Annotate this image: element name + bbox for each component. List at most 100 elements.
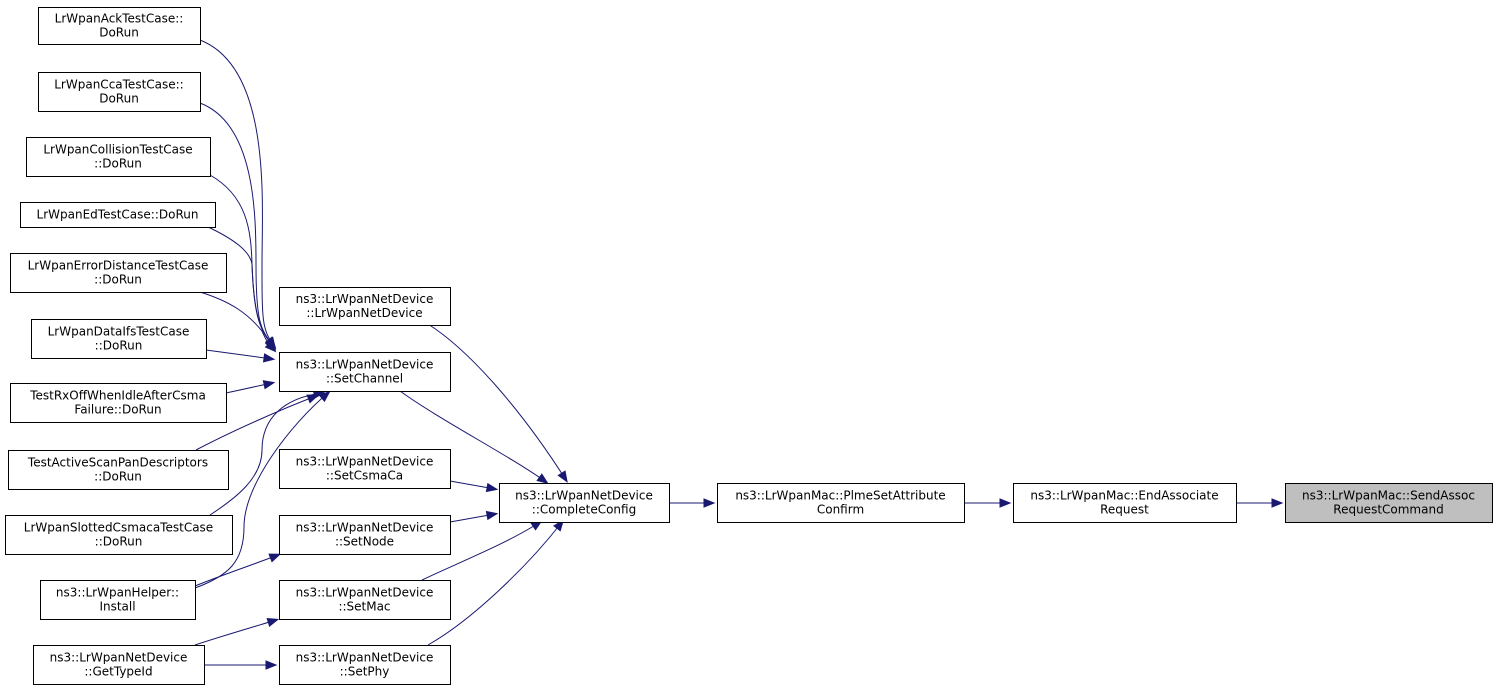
arrowhead-icon [318, 390, 331, 403]
edge-line [199, 39, 275, 347]
node-label-line: RequestCommand [1333, 503, 1443, 517]
edge-setchannel-to-completeconfig [399, 390, 549, 484]
edge-setnode-to-completeconfig [449, 510, 499, 523]
node-label-line: LrWpanCcaTestCase:: [54, 78, 183, 92]
node-label-line: ns3::LrWpanNetDevice [296, 651, 434, 665]
edge-line [195, 395, 317, 451]
arrowhead-icon [703, 498, 716, 508]
node-box [33, 645, 205, 685]
arrowhead-icon [1271, 498, 1284, 508]
node-box [38, 72, 201, 112]
edge-install-to-setnode [194, 553, 282, 587]
node-label-line: ::DoRun [94, 157, 142, 171]
node-collision[interactable]: LrWpanCollisionTestCase::DoRun [26, 137, 211, 177]
node-activescan[interactable]: TestActiveScanPanDescriptors::DoRun [8, 450, 229, 490]
edge-plmeset-to-endassoc [964, 498, 1012, 508]
node-label-line: ns3::LrWpanMac::PlmeSetAttribute [735, 489, 945, 503]
node-box [10, 253, 227, 293]
node-setchannel[interactable]: ns3::LrWpanNetDevice::SetChannel [279, 352, 451, 392]
node-label-line: Install [99, 600, 135, 614]
node-label-line: ns3::LrWpanNetDevice [296, 521, 434, 535]
node-label-line: ns3::LrWpanNetDevice [296, 358, 434, 372]
arrowhead-icon [536, 473, 549, 484]
arrowhead-icon [265, 660, 278, 670]
node-label-line: LrWpanCollisionTestCase [43, 143, 192, 157]
node-completeconfig[interactable]: ns3::LrWpanNetDevice::CompleteConfig [499, 483, 670, 523]
edge-line [209, 392, 323, 516]
edge-line [194, 392, 329, 589]
node-box [279, 352, 451, 392]
node-label-line: ::SetNode [335, 535, 394, 549]
nodes-layer: LrWpanAckTestCase::DoRunLrWpanCcaTestCas… [5, 7, 1493, 685]
node-slotted[interactable]: LrWpanSlottedCsmacaTestCase::DoRun [5, 515, 233, 555]
edge-rxoff-to-setchannel [225, 380, 276, 394]
node-label-line: ::GetTypeId [84, 665, 152, 679]
edge-gettypeid-to-setphy [204, 660, 278, 670]
node-setnode[interactable]: ns3::LrWpanNetDevice::SetNode [279, 515, 451, 555]
node-label-line: Failure::DoRun [74, 403, 161, 417]
edge-dataifs-to-setchannel [205, 349, 276, 363]
node-setmac[interactable]: ns3::LrWpanNetDevice::SetMac [279, 580, 451, 620]
node-box [279, 287, 451, 326]
node-gettypeid[interactable]: ns3::LrWpanNetDevice::GetTypeId [33, 645, 205, 685]
node-setphy[interactable]: ns3::LrWpanNetDevice::SetPhy [279, 645, 451, 685]
node-ctor[interactable]: ns3::LrWpanNetDevice::LrWpanNetDevice [279, 287, 451, 326]
node-label-line: DoRun [99, 26, 139, 40]
arrowhead-icon [999, 498, 1012, 508]
edge-line [199, 291, 275, 351]
node-label-line: ns3::LrWpanNetDevice [296, 455, 434, 469]
node-label-line: TestRxOffWhenIdleAfterCsma [29, 389, 206, 403]
node-label-line: ::LrWpanNetDevice [306, 306, 422, 320]
node-box [499, 483, 670, 523]
edge-line [427, 323, 567, 481]
node-label-line: ns3::LrWpanHelper:: [56, 586, 179, 600]
node-label-line: ::SetPhy [340, 665, 390, 679]
node-label-line: ::SetMac [338, 600, 390, 614]
node-box [1285, 483, 1493, 523]
edge-errdist-to-setchannel [199, 291, 277, 353]
node-label-line: ::DoRun [94, 273, 142, 287]
node-label-line: Confirm [817, 503, 864, 517]
edge-ctor-to-completeconfig [427, 323, 568, 483]
node-box [40, 580, 196, 620]
node-dataifs[interactable]: LrWpanDataIfsTestCase::DoRun [31, 319, 207, 359]
edges-layer [194, 39, 1284, 670]
node-label-line: ns3::LrWpanNetDevice [515, 489, 653, 503]
node-box [38, 7, 201, 45]
arrowhead-icon [557, 470, 568, 483]
node-label-line: ns3::LrWpanMac::EndAssociate [1030, 489, 1218, 503]
edge-ack-to-setchannel [199, 39, 276, 349]
node-label-line: LrWpanEdTestCase::DoRun [37, 208, 199, 222]
node-box [717, 483, 965, 523]
edge-setcsmaca-to-completeconfig [449, 480, 499, 493]
node-cca[interactable]: LrWpanCcaTestCase::DoRun [38, 72, 201, 112]
node-label-line: LrWpanDataIfsTestCase [48, 325, 190, 339]
node-label-line: ::DoRun [95, 535, 143, 549]
node-label-line: ns3::LrWpanNetDevice [296, 292, 434, 306]
node-box [31, 319, 207, 359]
arrowhead-icon [262, 380, 276, 390]
edge-line [194, 619, 277, 646]
node-box [20, 202, 216, 228]
edge-line [427, 521, 563, 646]
node-box [279, 449, 451, 489]
edge-gettypeid-to-setmac [194, 617, 280, 646]
node-ed[interactable]: LrWpanEdTestCase::DoRun [20, 202, 216, 228]
arrowhead-icon [485, 482, 499, 493]
node-errdist[interactable]: LrWpanErrorDistanceTestCase::DoRun [10, 253, 227, 293]
arrowhead-icon [264, 340, 277, 353]
node-install[interactable]: ns3::LrWpanHelper::Install [40, 580, 196, 620]
node-ack[interactable]: LrWpanAckTestCase::DoRun [38, 7, 201, 45]
node-box [26, 137, 211, 177]
arrowhead-icon [268, 553, 282, 563]
node-label-line: ns3::LrWpanMac::SendAssoc [1302, 489, 1475, 503]
edge-line [205, 225, 275, 349]
node-box [5, 515, 233, 555]
node-label-line: ::SetCsmaCa [326, 469, 403, 483]
node-label-line: ns3::LrWpanNetDevice [296, 586, 434, 600]
node-setcsmaca[interactable]: ns3::LrWpanNetDevice::SetCsmaCa [279, 449, 451, 489]
